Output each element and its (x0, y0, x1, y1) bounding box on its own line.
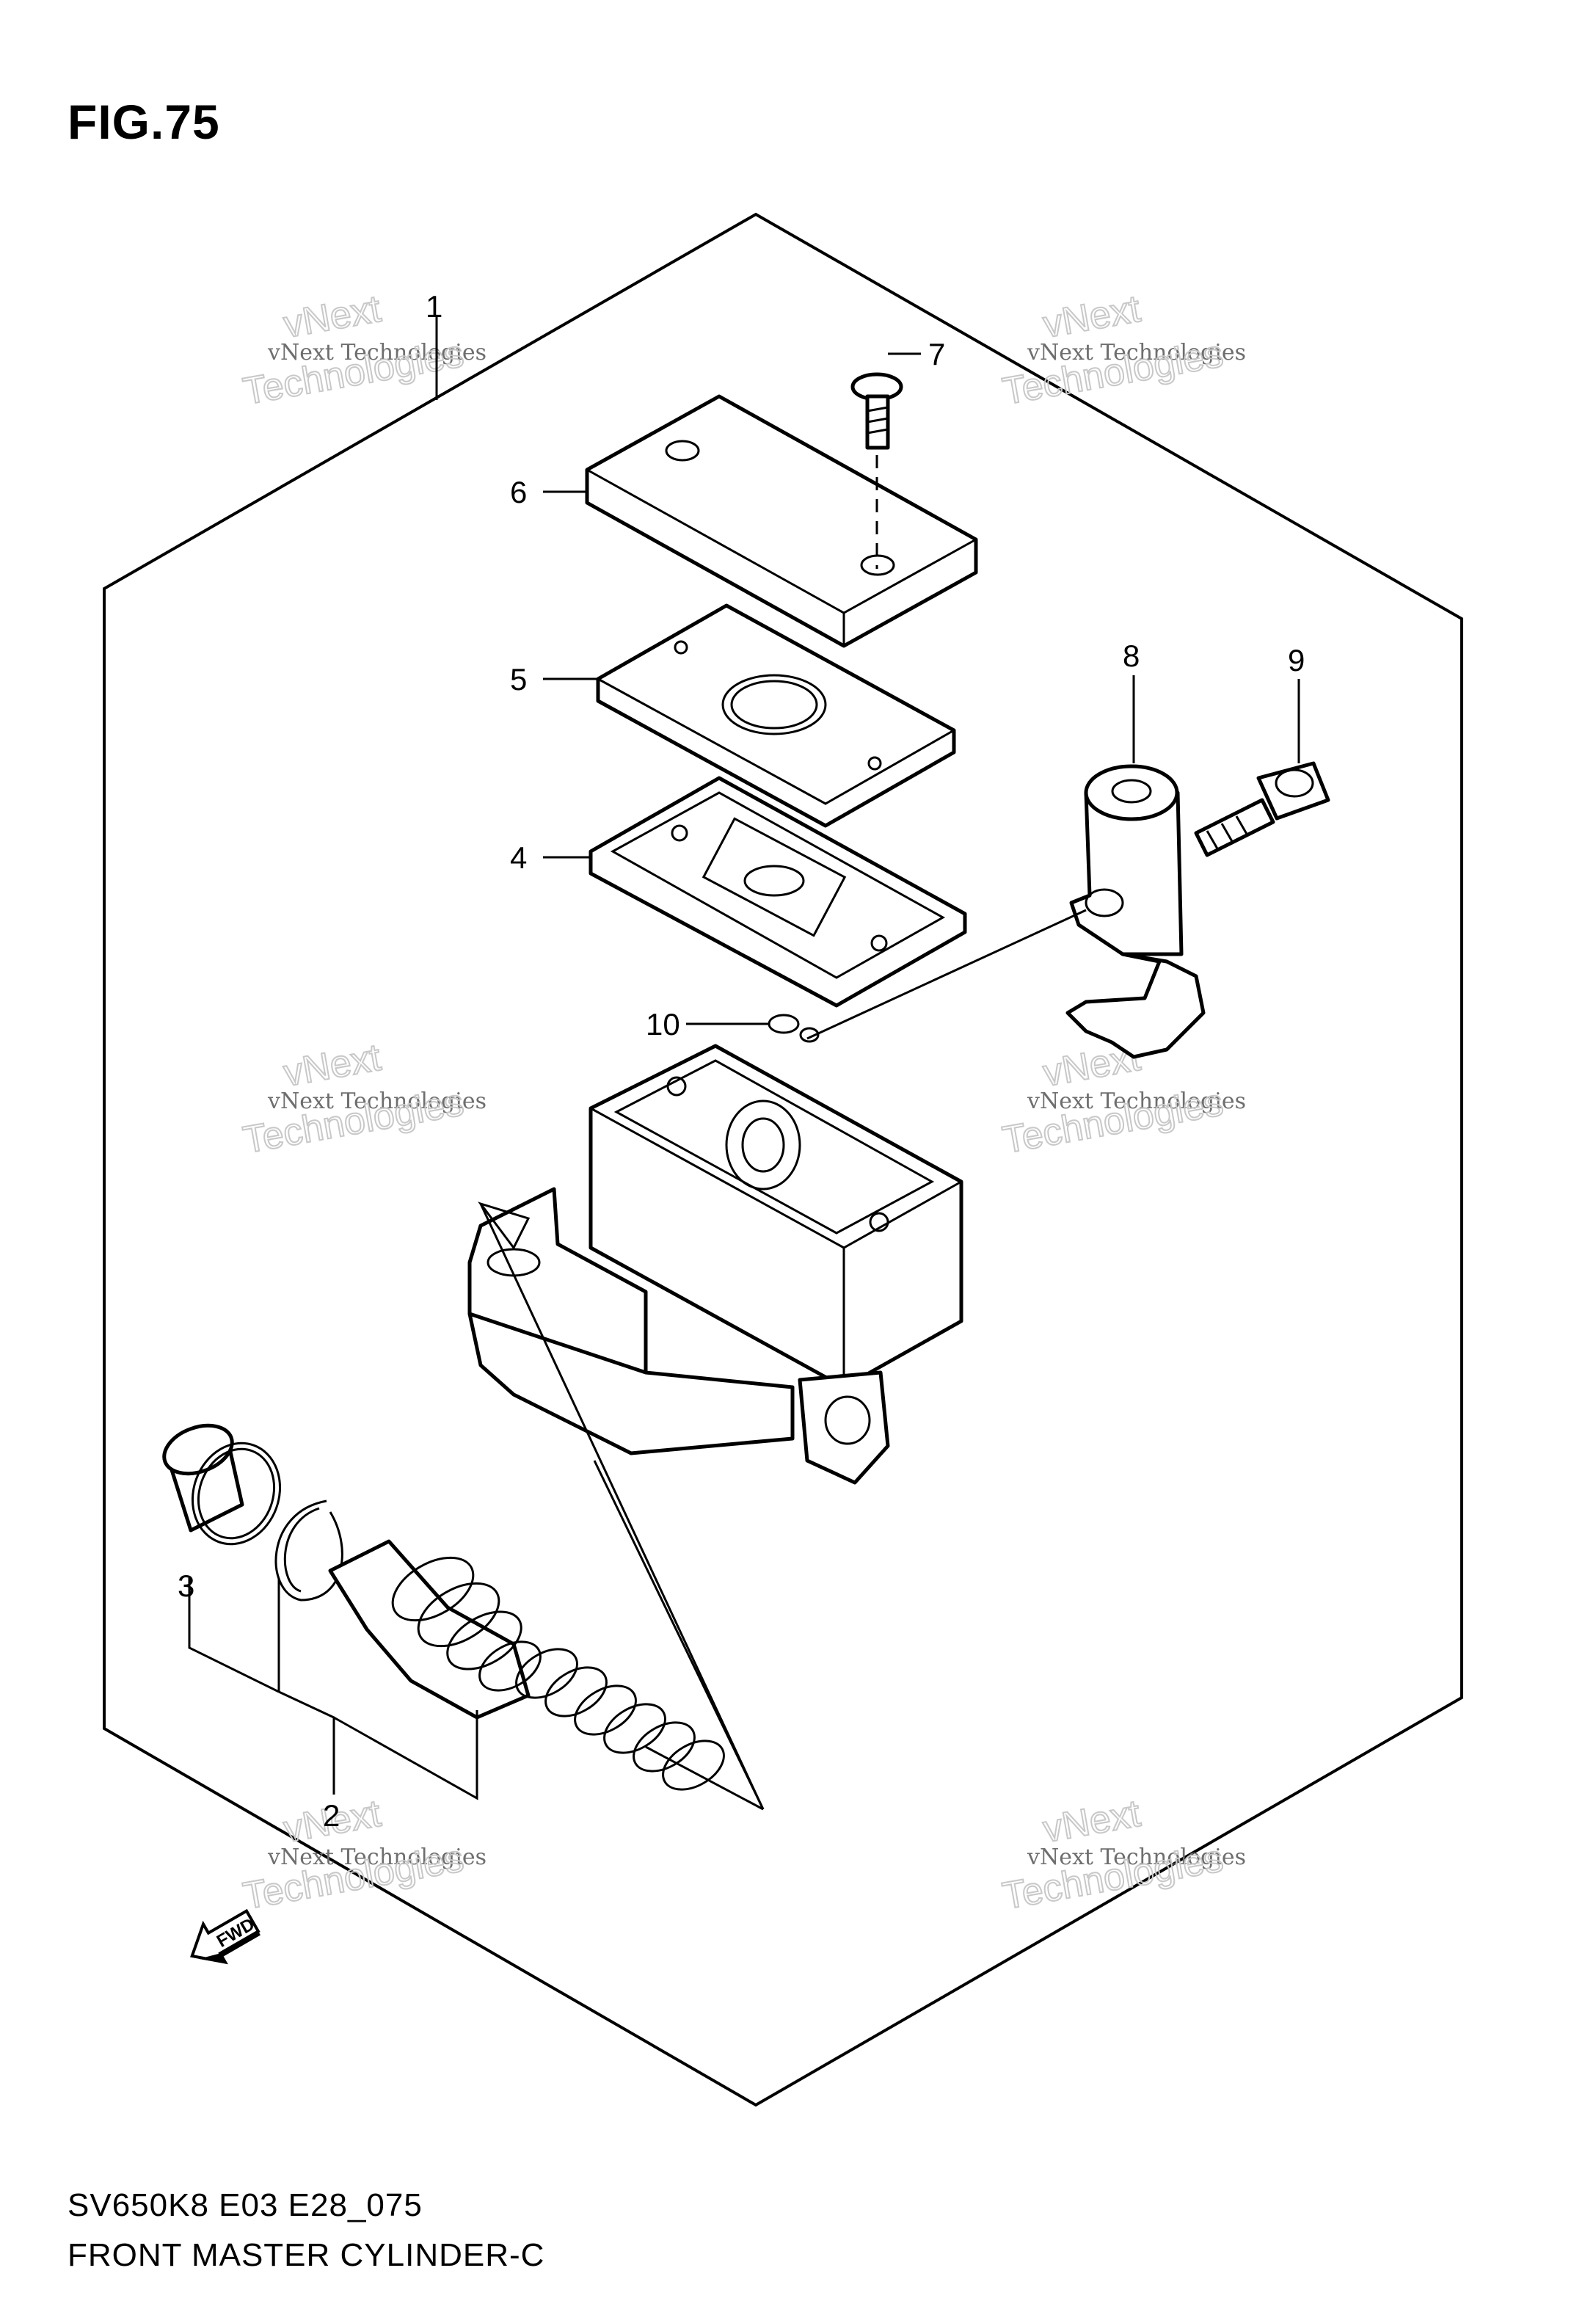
part-5-diaphragm-plate (596, 603, 956, 828)
callout-8: 8 (1123, 639, 1140, 673)
svg-text:vNext: vNext (1040, 1792, 1144, 1851)
master-cylinder-body (467, 1044, 963, 1485)
watermark-top-left: vNext vNext Technologies Technologies (239, 287, 487, 414)
figure-title: FIG.75 (68, 95, 220, 149)
callout-9: 9 (1288, 643, 1305, 677)
svg-text:vNext: vNext (280, 288, 385, 346)
diagram-description: FRONT MASTER CYLINDER-C (68, 2237, 545, 2273)
part-2-piston-assembly (328, 1539, 542, 1720)
leader-lines (188, 316, 1300, 1811)
assembly-frame-hexagon (103, 212, 1463, 2107)
part-snap-ring (274, 1499, 343, 1602)
part-spring (515, 1648, 725, 1791)
part-3-seal-ring (191, 1442, 282, 1546)
svg-text:vNext: vNext (1040, 288, 1144, 346)
part-8-clamp (1065, 764, 1206, 1059)
svg-text:vNext Technologies: vNext Technologies (1027, 1088, 1246, 1114)
svg-text:vNext Technologies: vNext Technologies (267, 1844, 487, 1870)
svg-text:vNext Technologies: vNext Technologies (267, 1088, 487, 1114)
model-code: SV650K8 E03 E28_075 (68, 2187, 423, 2223)
svg-text:vNext Technologies: vNext Technologies (267, 340, 487, 366)
callout-labels: 1 2 3 4 5 6 7 8 9 10 (178, 289, 1305, 1833)
part-4-diaphragm (589, 776, 967, 1008)
svg-text:vNext Technologies: vNext Technologies (1027, 1844, 1246, 1870)
part-7-screw (850, 372, 903, 450)
callout-4: 4 (510, 840, 527, 875)
callout-10: 10 (646, 1007, 680, 1042)
callout-1: 1 (426, 289, 442, 324)
callout-6: 6 (510, 475, 527, 509)
svg-text:vNext Technologies: vNext Technologies (1027, 340, 1246, 366)
part-9-bolt (1194, 761, 1330, 857)
callout-2: 2 (323, 1798, 340, 1833)
watermark-mid-left: vNext vNext Technologies Technologies (239, 1036, 487, 1163)
callout-3: 3 (178, 1568, 194, 1603)
watermark-top-right: vNext vNext Technologies Technologies (999, 287, 1246, 414)
callout-7: 7 (928, 337, 945, 371)
callout-5: 5 (510, 662, 527, 697)
svg-text:vNext: vNext (280, 1036, 385, 1095)
part-6-reservoir-cap (585, 394, 978, 648)
watermark-bottom-left: vNext vNext Technologies Technologies (239, 1792, 487, 1919)
watermark-bottom-right: vNext vNext Technologies Technologies (999, 1792, 1246, 1919)
